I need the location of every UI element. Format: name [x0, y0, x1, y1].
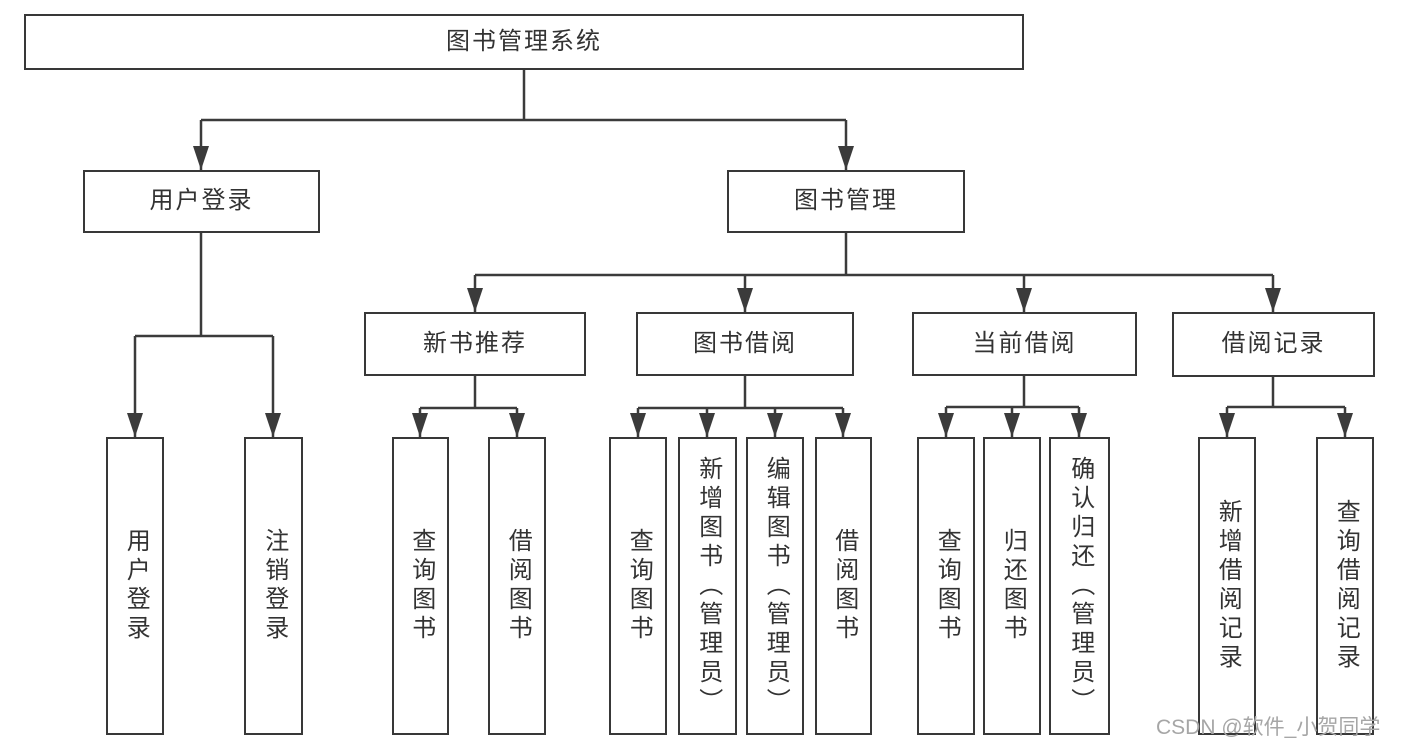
connector-user-login-branch: [135, 233, 273, 338]
leaf-cb-query-books: 查询图书: [917, 437, 975, 735]
leaf-nbr-borrow-books: 借阅图书: [488, 437, 546, 735]
node-user-login: 用户登录: [83, 170, 320, 233]
connector-book-management-branch: [475, 233, 1273, 277]
leaf-br-add-record: 新增借阅记录: [1198, 437, 1256, 735]
leaf-br-query-record: 查询借阅记录: [1316, 437, 1374, 735]
leaf-bb-query-books: 查询图书: [609, 437, 667, 735]
node-current-borrow: 当前借阅: [912, 312, 1137, 376]
node-book-management: 图书管理: [727, 170, 965, 233]
leaf-nbr-query-books: 查询图书: [392, 437, 449, 735]
leaf-user-login: 用户登录: [106, 437, 164, 735]
leaf-cb-confirm-return-admin: 确认归还（管理员）: [1049, 437, 1110, 735]
leaf-bb-edit-books-admin: 编辑图书（管理员）: [746, 437, 804, 735]
connector-borrow-records-branch: [1227, 377, 1345, 409]
node-book-borrow: 图书借阅: [636, 312, 854, 376]
leaf-logout: 注销登录: [244, 437, 303, 735]
leaf-cb-return-books: 归还图书: [983, 437, 1041, 735]
node-borrow-records: 借阅记录: [1172, 312, 1375, 377]
node-root: 图书管理系统: [24, 14, 1024, 70]
connector-root-branch: [201, 70, 846, 122]
node-new-book-recommend: 新书推荐: [364, 312, 586, 376]
connector-new-book-recommend-branch: [420, 376, 517, 410]
connector-current-borrow-branch: [946, 376, 1079, 409]
watermark: CSDN @软件_小贺同学: [1156, 716, 1381, 739]
leaf-bb-add-books-admin: 新增图书（管理员）: [678, 437, 737, 735]
connector-book-borrow-branch: [638, 376, 843, 410]
leaf-bb-borrow-books: 借阅图书: [815, 437, 872, 735]
